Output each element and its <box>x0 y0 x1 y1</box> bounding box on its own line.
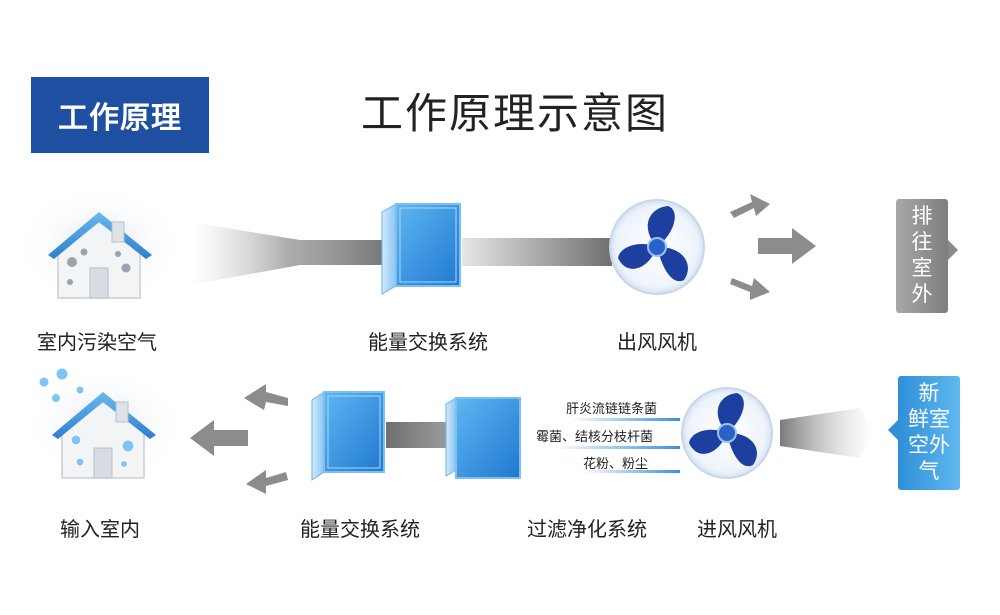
exchanger-box-top <box>381 203 461 295</box>
label-filter-system: 过滤净化系统 <box>527 517 647 541</box>
fan-icon-intake <box>681 387 773 479</box>
flow-band-bottom-2 <box>780 408 875 458</box>
label-indoor-supply: 输入室内 <box>60 517 140 541</box>
exhaust-outdoor-text: 排 往 室 外 <box>911 204 933 306</box>
fresh-air-tab <box>888 376 960 490</box>
label-exhaust-fan: 出风风机 <box>617 330 697 354</box>
page-title: 工作原理示意图 <box>360 89 669 138</box>
supply-arrows <box>190 384 288 494</box>
germ-text-1: 肝炎流链链条菌 <box>566 402 658 417</box>
fresh-air-text: 新 鲜室 空外 气 <box>908 381 950 483</box>
flow-band-top-1 <box>190 222 382 285</box>
germ-text-3: 花粉、粉尘 <box>583 457 649 472</box>
label-exchanger-top: 能量交换系统 <box>368 330 488 354</box>
filter-box <box>445 397 521 479</box>
exhaust-arrows <box>730 194 816 300</box>
label-polluted-air: 室内污染空气 <box>37 330 157 354</box>
flow-band-top-2 <box>462 238 612 266</box>
fan-icon-exhaust <box>609 199 705 295</box>
label-exchanger-bottom: 能量交换系统 <box>300 517 420 541</box>
house-icon-fresh <box>38 367 156 479</box>
exchanger-box-bottom <box>311 391 385 481</box>
flow-band-bottom-1 <box>386 422 446 448</box>
label-intake-fan: 进风风机 <box>697 517 777 541</box>
filter-lines <box>556 418 680 473</box>
germ-text-2: 霉菌、结核分枝杆菌 <box>536 430 654 445</box>
exhaust-outdoor-tab <box>896 199 958 313</box>
house-icon-polluted <box>48 212 152 299</box>
section-badge: 工作原理 <box>31 77 209 153</box>
